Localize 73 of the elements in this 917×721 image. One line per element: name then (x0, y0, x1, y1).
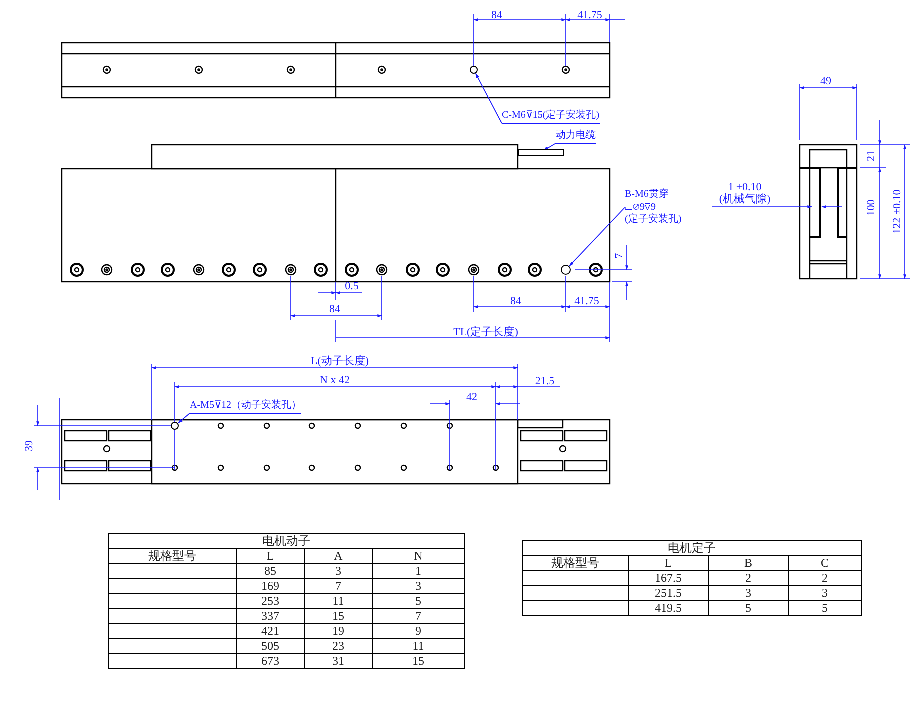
table-cell: 167.5 (628, 570, 708, 586)
table-cell: 电机定子 (522, 540, 862, 556)
table-cell: 19 (304, 624, 372, 638)
table-cell: A (304, 548, 372, 564)
dimension-text: 122 ±0.10 (892, 190, 904, 234)
table-cell: L (236, 548, 304, 564)
dimension-text: 39 (24, 440, 36, 452)
dimension-text: 49 (820, 76, 832, 88)
callout-text: A-M5⊽12（动子安装孔） (190, 400, 302, 414)
dimension-text: L(动子长度) (310, 356, 370, 368)
dimension-text: 41.75 (574, 296, 600, 308)
table-cell: 253 (236, 594, 304, 608)
table-cell: 2 (708, 570, 788, 586)
leader-line (569, 207, 626, 267)
dimension-text: 100 (866, 200, 878, 216)
dimension-text: 84 (510, 296, 522, 308)
table-cell: 31 (304, 654, 372, 668)
table-cell: 规格型号 (522, 556, 628, 570)
table-cell: 9 (372, 624, 464, 638)
leader-line (475, 73, 502, 124)
dimension-text: 1 ±0.10 (728, 182, 762, 194)
table-cell: 251.5 (628, 586, 708, 600)
callout-text: B-M6贯穿 (625, 189, 670, 202)
table-cell: 电机动子 (108, 534, 464, 548)
table-cell: 15 (372, 654, 464, 668)
dimension-text: 41.75 (578, 10, 602, 22)
table-cell: 11 (372, 638, 464, 654)
dimension-text: 0.5 (345, 282, 359, 292)
table-cell: 11 (304, 594, 372, 608)
table-cell: B (708, 556, 788, 570)
callout-text: C-M6⊽15(定子安装孔) (502, 110, 600, 124)
table-cell: 419.5 (628, 600, 708, 616)
table-cell: 5 (708, 600, 788, 616)
table-cell: 7 (372, 608, 464, 624)
dimension-text: 84 (492, 10, 502, 22)
table-cell: 673 (236, 654, 304, 668)
table-cell: 85 (236, 564, 304, 578)
table-cell: C (788, 556, 862, 570)
dimension-text: 21 (866, 150, 878, 162)
table-cell: 3 (372, 578, 464, 594)
table-cell: 421 (236, 624, 304, 638)
leader-line (178, 413, 190, 424)
table-cell: 337 (236, 608, 304, 624)
table-cell: L (628, 556, 708, 570)
dimension-text: N x 42 (320, 376, 350, 386)
table-cell: 规格型号 (108, 548, 236, 564)
table-cell: 3 (708, 586, 788, 600)
mounting-hole (470, 66, 478, 74)
table-cell: 1 (372, 564, 464, 578)
leader-line (545, 143, 556, 151)
callout-text: (定子安装孔) (625, 214, 682, 226)
table-cell: 5 (788, 600, 862, 616)
table-cell: 3 (788, 586, 862, 600)
dimension-text: 21.5 (535, 376, 555, 388)
dimension-text: 7 (614, 253, 626, 259)
table-cell: 5 (372, 594, 464, 608)
power-cable (518, 149, 564, 156)
table-cell: 2 (788, 570, 862, 586)
dimension-text: 84 (330, 304, 340, 316)
table-cell: 23 (304, 638, 372, 654)
table-cell: 3 (304, 564, 372, 578)
callout-text: 动力电缆 (556, 130, 596, 144)
dimension-text: (机械气隙) (719, 194, 771, 206)
table-cell: 505 (236, 638, 304, 654)
mounting-hole (171, 422, 179, 430)
table-cell: 15 (304, 608, 372, 624)
callout-text: ⌴⌀9⊽9 (625, 202, 657, 214)
table-cell: 169 (236, 578, 304, 594)
dimension-text: TL(定子长度) (454, 328, 518, 338)
dimension-text: 42 (466, 392, 478, 404)
table-cell: 7 (304, 578, 372, 594)
mounting-hole (561, 265, 571, 275)
table-cell: N (372, 548, 464, 564)
